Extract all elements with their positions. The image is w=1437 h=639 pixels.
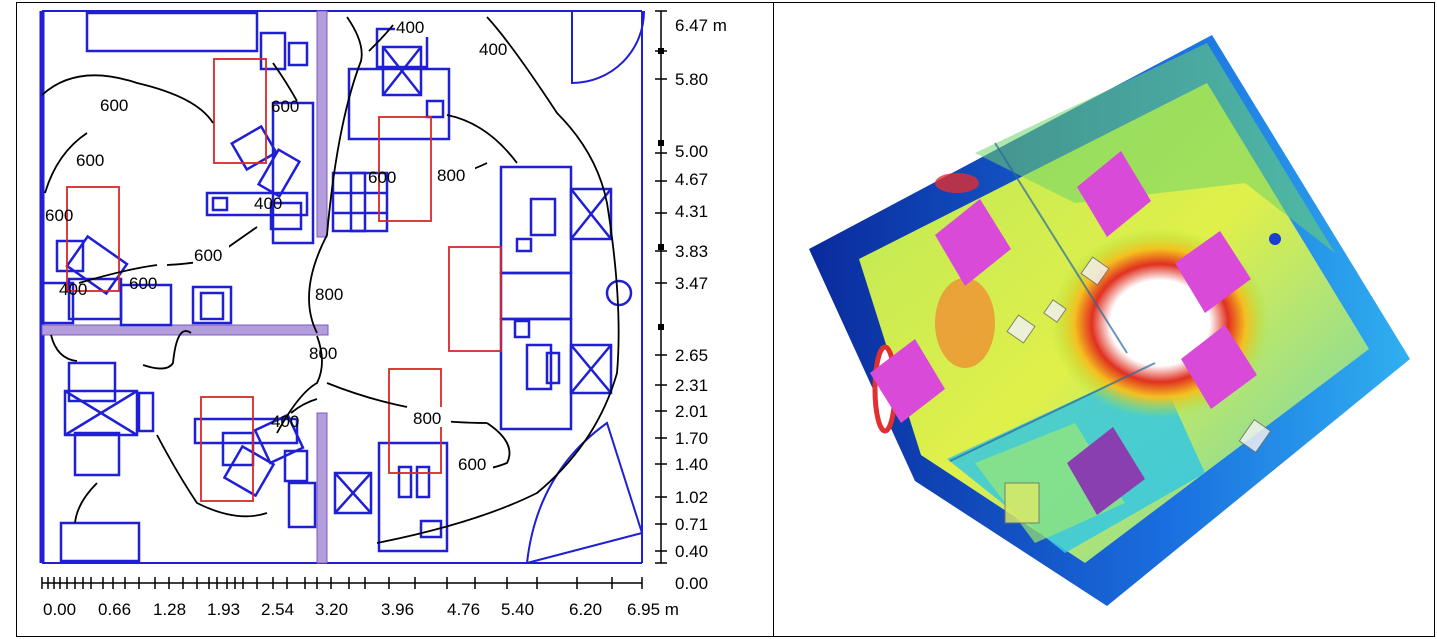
y-tick-label: 5.80	[675, 70, 708, 89]
y-tick-label: 0.00	[675, 574, 708, 593]
contour-label-600: 600	[129, 274, 157, 293]
luminaires	[66, 58, 502, 502]
x-tick-label: 3.96	[381, 600, 414, 619]
y-tick-label: 2.65	[675, 346, 708, 365]
x-tick-label: 4.76	[447, 600, 480, 619]
y-tick-label: 1.70	[675, 429, 708, 448]
rendered-partitions	[949, 142, 1156, 462]
false-color-rendering	[809, 35, 1410, 606]
x-scale-last-label: 6.95 m	[627, 600, 679, 619]
figure-frame	[16, 2, 1435, 637]
contour-label-600: 600	[76, 151, 104, 170]
contour-label-800: 800	[413, 409, 441, 428]
panel-divider	[773, 2, 774, 637]
y-scale-marker	[658, 244, 664, 250]
isolux-contours	[41, 16, 620, 544]
contour-label-400: 400	[479, 40, 507, 59]
contour-labels: 400 400 600 600 600 600 600 400 600 400 …	[45, 17, 507, 474]
isolux-floor-plan: 400 400 600 600 600 600 600 400 600 400 …	[39, 10, 727, 619]
contour-label-600: 600	[45, 206, 73, 225]
y-tick-label: 3.83	[675, 242, 708, 261]
warm-spot	[935, 278, 995, 368]
x-tick-label: 1.93	[207, 600, 240, 619]
y-scale-top-label: 6.47 m	[675, 16, 727, 35]
y-tick-label: 0.40	[675, 542, 708, 561]
y-tick-label: 1.02	[675, 488, 708, 507]
contour-label-800: 800	[437, 166, 465, 185]
contour-label-600: 600	[194, 246, 222, 265]
contour-label-800: 800	[315, 285, 343, 304]
y-tick-label: 2.01	[675, 402, 708, 421]
x-tick-label: 0.66	[98, 600, 131, 619]
x-tick-label: 2.54	[261, 600, 294, 619]
contour-label-400: 400	[271, 412, 299, 431]
side-wall-gradient	[975, 43, 1335, 253]
x-tick-label: 6.20	[569, 600, 602, 619]
contour-label-600: 600	[100, 96, 128, 115]
room-walls	[39, 10, 643, 564]
y-scale: 6.47 m 5.80 5.00 4.67 4.31 3.83 3.47 2.6…	[655, 10, 727, 593]
rendered-luminaires	[870, 151, 1257, 515]
x-tick-label: 1.28	[153, 600, 186, 619]
contour-label-600: 600	[368, 168, 396, 187]
rendered-furniture	[1004, 256, 1272, 524]
contour-label-600: 600	[458, 455, 486, 474]
y-scale-marker	[658, 48, 664, 54]
y-tick-label: 1.40	[675, 455, 708, 474]
x-scale: 0.00 0.66 1.28 1.93 2.54 3.20 3.96 4.76 …	[41, 577, 679, 619]
x-tick-label: 0.00	[43, 600, 76, 619]
x-tick-label: 5.40	[501, 600, 534, 619]
partitions	[41, 10, 329, 564]
y-scale-marker	[658, 324, 664, 330]
contour-label-800: 800	[309, 344, 337, 363]
contour-label-400: 400	[396, 18, 424, 37]
hot-spot-wall	[935, 173, 979, 193]
contour-label-400: 400	[59, 280, 87, 299]
y-tick-label: 2.31	[675, 376, 708, 395]
y-scale-marker	[658, 140, 664, 146]
rendered-bin	[1269, 233, 1281, 245]
contour-label-600: 600	[271, 97, 299, 116]
x-tick-label: 3.20	[315, 600, 348, 619]
y-tick-label: 5.00	[675, 142, 708, 161]
y-tick-label: 3.47	[675, 274, 708, 293]
contour-label-400: 400	[254, 194, 282, 213]
y-tick-label: 4.67	[675, 170, 708, 189]
y-tick-label: 0.71	[675, 515, 708, 534]
furniture	[41, 11, 633, 563]
y-tick-label: 4.31	[675, 202, 708, 221]
